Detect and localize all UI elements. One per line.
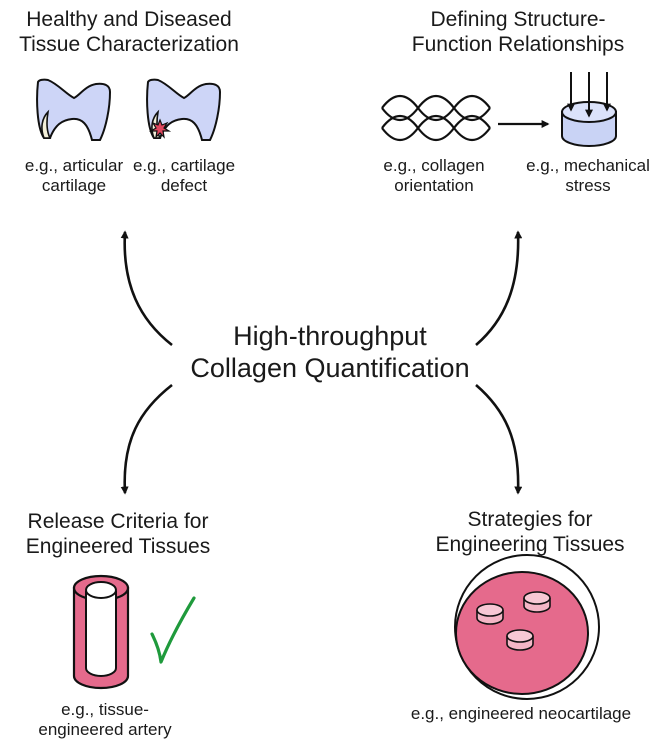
center-title-line1: High-throughput bbox=[233, 321, 427, 351]
knee-defect-icon bbox=[146, 78, 222, 141]
artery-caption-line1: e.g., tissue- bbox=[61, 700, 149, 719]
mechanical-stress-disc-icon bbox=[561, 72, 617, 147]
neocartilage-construct-icon bbox=[506, 629, 534, 651]
articular-cartilage-caption-line2: cartilage bbox=[41, 176, 107, 196]
neocartilage-caption-line1: e.g., engineered neocartilage bbox=[410, 704, 632, 723]
petri-dish-icon bbox=[454, 554, 600, 700]
arrow-to-bottom-right bbox=[475, 384, 523, 495]
cartilage-defect-caption: e.g., cartilage defect bbox=[118, 156, 250, 197]
arrow-to-bottom-left bbox=[120, 383, 173, 495]
collagen-orientation-caption-line2: orientation bbox=[394, 176, 474, 196]
arrow-to-top-right bbox=[475, 230, 523, 346]
top-right-title-line1: Defining Structure- bbox=[430, 8, 606, 31]
bottom-left-title-line2: Engineered Tissues bbox=[25, 534, 211, 558]
articular-cartilage-caption: e.g., articular cartilage bbox=[12, 156, 136, 197]
collagen-fibers-icon bbox=[381, 94, 491, 142]
knee-joint-icon bbox=[36, 78, 112, 141]
arrow-to-top-left bbox=[120, 230, 173, 347]
bottom-left-title: Release Criteria for Engineered Tissues bbox=[0, 510, 236, 560]
collagen-orientation-caption: e.g., collagen orientation bbox=[372, 156, 496, 197]
cartilage-defect-caption-line1: e.g., cartilage bbox=[132, 156, 236, 175]
top-left-title-line1: Healthy and Diseased bbox=[26, 8, 232, 31]
collagen-orientation-caption-line1: e.g., collagen bbox=[383, 156, 485, 175]
bottom-left-title-line1: Release Criteria for bbox=[27, 510, 209, 533]
mechanical-stress-caption-line1: e.g., mechanical bbox=[526, 156, 650, 175]
neocartilage-construct-icon bbox=[523, 591, 551, 613]
center-title: High-throughput Collagen Quantification bbox=[150, 320, 510, 385]
top-right-title: Defining Structure- Function Relationshi… bbox=[398, 8, 638, 58]
check-mark-icon bbox=[150, 596, 196, 664]
bottom-right-title-line2: Engineering Tissues bbox=[435, 532, 625, 556]
neocartilage-construct-icon bbox=[476, 603, 504, 625]
bottom-right-title: Strategies for Engineering Tissues bbox=[420, 508, 640, 558]
cartilage-defect-caption-line2: defect bbox=[160, 176, 208, 196]
mechanical-stress-caption: e.g., mechanical stress bbox=[518, 156, 658, 197]
engineered-artery-icon bbox=[72, 574, 130, 690]
artery-caption: e.g., tissue- engineered artery bbox=[20, 700, 190, 741]
articular-cartilage-caption-line1: e.g., articular bbox=[24, 156, 124, 175]
center-title-line2: Collagen Quantification bbox=[190, 353, 470, 384]
mechanical-stress-caption-line2: stress bbox=[565, 176, 611, 196]
bottom-right-title-line1: Strategies for bbox=[467, 508, 593, 531]
top-left-title-line2: Tissue Characterization bbox=[19, 32, 239, 56]
top-right-title-line2: Function Relationships bbox=[411, 32, 625, 56]
neocartilage-caption: e.g., engineered neocartilage bbox=[386, 704, 656, 724]
top-left-title: Healthy and Diseased Tissue Characteriza… bbox=[0, 8, 258, 58]
defect-star-icon bbox=[148, 118, 172, 139]
artery-caption-line2: engineered artery bbox=[38, 720, 172, 740]
